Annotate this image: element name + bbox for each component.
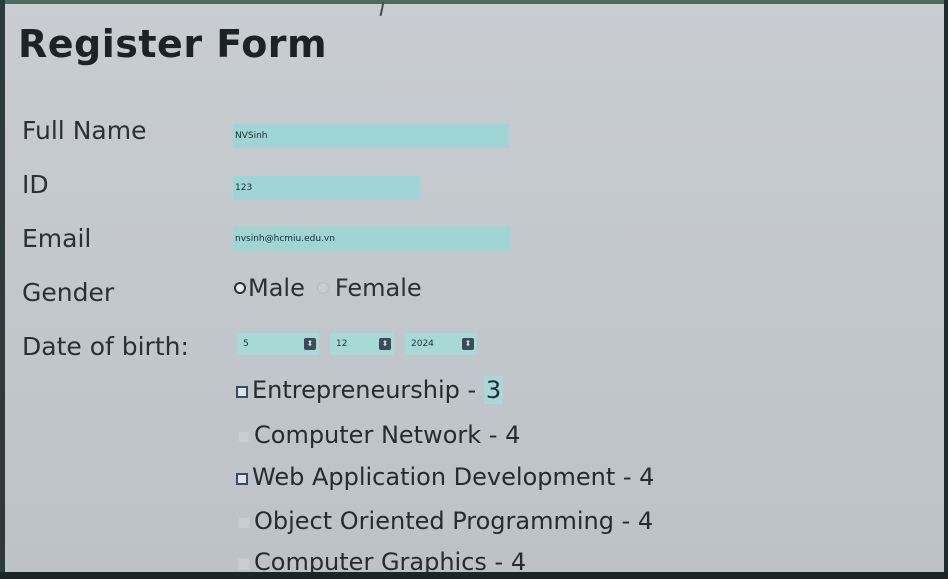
course-label[interactable]: Object Oriented Programming bbox=[254, 507, 614, 535]
gender-radio-group: Male Female bbox=[234, 274, 422, 302]
window-top-border bbox=[0, 0, 944, 4]
course-label[interactable]: Web Application Development bbox=[252, 463, 616, 491]
course-checkbox-entrepreneurship[interactable] bbox=[236, 386, 248, 398]
course-item: Object Oriented Programming - 4 bbox=[238, 507, 653, 535]
email-label: Email bbox=[22, 224, 92, 253]
course-credits: 4 bbox=[639, 463, 655, 491]
course-item: Entrepreneurship - 3 bbox=[236, 376, 504, 404]
gender-label: Gender bbox=[22, 278, 115, 307]
course-separator: - bbox=[615, 463, 640, 491]
id-label: ID bbox=[22, 170, 49, 199]
screen-bezel-bottom bbox=[0, 572, 948, 579]
dob-label: Date of birth: bbox=[22, 332, 189, 361]
gender-male-label[interactable]: Male bbox=[248, 274, 305, 302]
dropdown-arrow-icon: ⬍ bbox=[304, 338, 316, 350]
course-separator: - bbox=[481, 421, 506, 449]
dob-month-select[interactable]: 12 ⬍ bbox=[330, 333, 394, 355]
course-credits: 3 bbox=[483, 376, 504, 404]
dob-month-value: 12 bbox=[336, 339, 348, 349]
course-separator: - bbox=[486, 548, 511, 572]
course-separator: - bbox=[459, 376, 484, 404]
course-checkbox-computer-network[interactable] bbox=[238, 431, 250, 443]
full-name-label: Full Name bbox=[22, 116, 147, 145]
dropdown-arrow-icon: ⬍ bbox=[462, 338, 474, 350]
course-label[interactable]: Entrepreneurship bbox=[252, 376, 460, 404]
gender-male-radio[interactable] bbox=[234, 282, 246, 294]
course-label[interactable]: Computer Network bbox=[254, 421, 482, 449]
email-input[interactable] bbox=[233, 227, 511, 251]
dob-year-select[interactable]: 2024 ⬍ bbox=[405, 333, 477, 355]
course-credits: 4 bbox=[510, 548, 527, 572]
dob-year-value: 2024 bbox=[411, 339, 434, 349]
course-checkbox-computer-graphics[interactable] bbox=[238, 558, 250, 570]
course-checkbox-web-application-development[interactable] bbox=[236, 473, 248, 485]
gender-female-radio[interactable] bbox=[316, 282, 329, 294]
course-label[interactable]: Computer Graphics bbox=[254, 548, 487, 572]
screen-bezel-left bbox=[0, 0, 5, 579]
course-credits: 4 bbox=[637, 507, 654, 535]
course-item: Web Application Development - 4 bbox=[236, 463, 654, 491]
course-checkbox-object-oriented-programming[interactable] bbox=[238, 517, 250, 529]
stray-mark bbox=[379, 1, 385, 17]
full-name-input[interactable] bbox=[233, 124, 509, 148]
course-item: Computer Graphics - 4 bbox=[238, 548, 526, 572]
page-title: Register Form bbox=[18, 22, 328, 66]
dob-day-select[interactable]: 5 ⬍ bbox=[237, 333, 319, 355]
course-item: Computer Network - 4 bbox=[238, 421, 520, 449]
id-input[interactable] bbox=[233, 176, 421, 200]
course-separator: - bbox=[614, 507, 638, 535]
course-credits: 4 bbox=[505, 421, 521, 449]
dropdown-arrow-icon: ⬍ bbox=[379, 338, 391, 350]
dob-day-value: 5 bbox=[243, 339, 249, 349]
gender-female-label[interactable]: Female bbox=[334, 274, 422, 302]
